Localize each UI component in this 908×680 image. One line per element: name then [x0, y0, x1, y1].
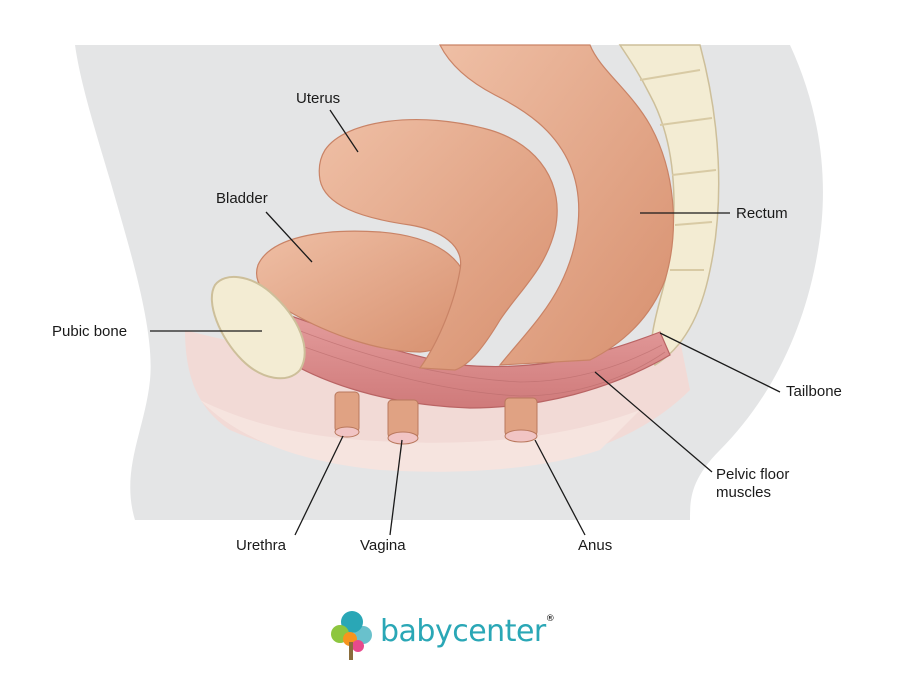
- perineum-lower: [200, 400, 640, 472]
- urethra-opening: [334, 391, 360, 438]
- pubic-bone-label: Pubic bone: [52, 323, 128, 340]
- tree-logo-icon: [331, 611, 372, 660]
- vagina-opening: [387, 399, 419, 445]
- pubic-bone: [210, 275, 306, 380]
- uterus-organ: [318, 118, 558, 371]
- tailbone-leader: [659, 332, 781, 393]
- pelvic-floor-muscles: [259, 304, 671, 409]
- bladder-leader: [265, 211, 313, 263]
- pelvic-floor-label-line2: muscles: [716, 484, 772, 501]
- leader-lines: [150, 109, 781, 536]
- rectum-label: Rectum: [736, 205, 788, 222]
- vertebra-lines: [639, 69, 717, 271]
- urethra-label: Urethra: [236, 537, 287, 554]
- babycenter-logo: babycenter®: [328, 604, 588, 664]
- vagina-leader: [389, 439, 403, 536]
- pelvic-floor-leader: [594, 371, 713, 473]
- urethra-leader: [294, 435, 344, 536]
- pelvic-floor-label-line1: Pelvic floor: [716, 466, 790, 483]
- vagina-label: Vagina: [360, 537, 406, 554]
- uterus-label: Uterus: [296, 90, 341, 107]
- rectum-organ: [439, 44, 675, 366]
- logo-wordmark: babycenter®: [380, 614, 555, 649]
- muscle-fibers: [279, 324, 666, 397]
- anus-label: Anus: [578, 537, 613, 554]
- uterus-leader: [329, 109, 359, 153]
- anus-leader: [534, 439, 586, 536]
- anus-opening: [504, 397, 538, 443]
- tailbone-label: Tailbone: [786, 383, 842, 400]
- bladder-label: Bladder: [216, 190, 268, 207]
